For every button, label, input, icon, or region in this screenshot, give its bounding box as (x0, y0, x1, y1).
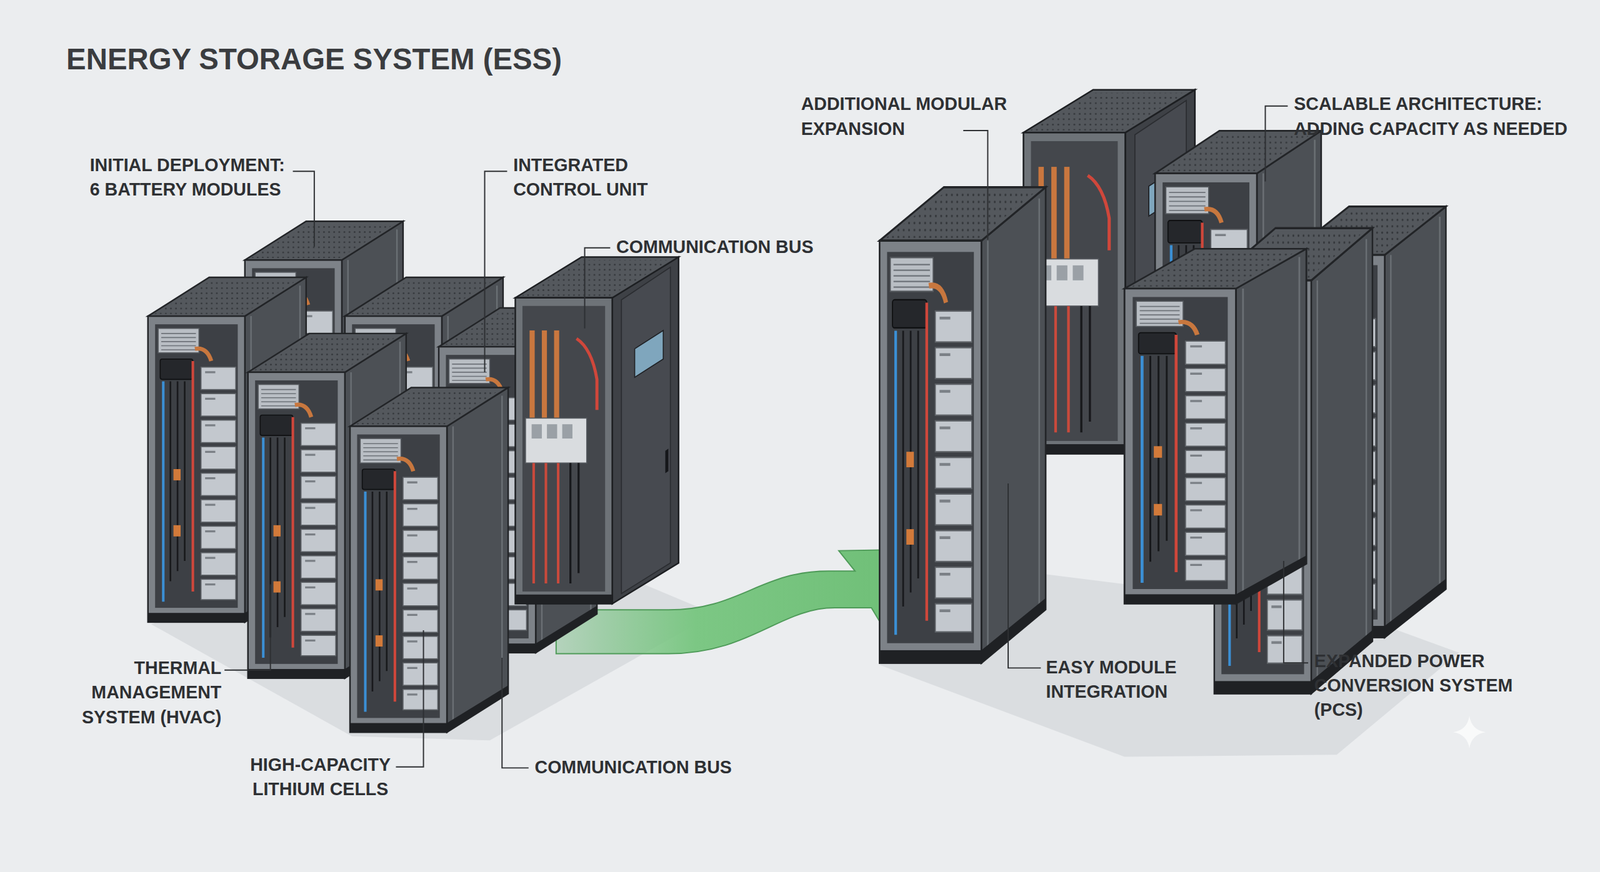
diagram-title: ENERGY STORAGE SYSTEM (ESS) (66, 43, 562, 77)
leader-lines (224, 106, 1309, 769)
callout-label: INTEGRATED CONTROL UNIT (513, 153, 672, 202)
callout-label: EASY MODULE INTEGRATION (1045, 655, 1204, 704)
control-cabinet (515, 256, 679, 604)
expansion-cabinets (879, 90, 1446, 695)
leader-line (1008, 483, 1041, 669)
leader-line (293, 171, 315, 247)
initial-deployment-cabinets (148, 221, 679, 733)
watermark-star (1453, 716, 1486, 749)
callout-label: HIGH-CAPACITY LITHIUM CELLS (243, 753, 397, 802)
leader-line (501, 658, 529, 769)
battery-cabinet (350, 387, 509, 733)
callout-label: THERMAL MANAGEMENT SYSTEM (HVAC) (63, 656, 222, 730)
battery-cabinet (1124, 248, 1307, 604)
leader-line (585, 248, 611, 329)
leader-line (1283, 561, 1309, 664)
leader-line (963, 130, 988, 240)
callout-label: COMMUNICATION BUS (535, 755, 760, 780)
leader-line (485, 171, 508, 373)
callout-label: EXPANDED POWER CONVERSION SYSTEM (PCS) (1314, 648, 1524, 723)
leader-line (1265, 106, 1288, 182)
callout-label: ADDITIONAL MODULAR EXPANSION (801, 91, 1026, 141)
leader-line (395, 630, 424, 768)
callout-label: SCALABLE ARCHITECTURE: ADDING CAPACITY A… (1293, 91, 1585, 141)
callout-label: INITIAL DEPLOYMENT: 6 BATTERY MODULES (90, 153, 295, 202)
leader-line (224, 585, 270, 671)
battery-cabinet (879, 187, 1046, 664)
callout-label: COMMUNICATION BUS (616, 235, 841, 260)
